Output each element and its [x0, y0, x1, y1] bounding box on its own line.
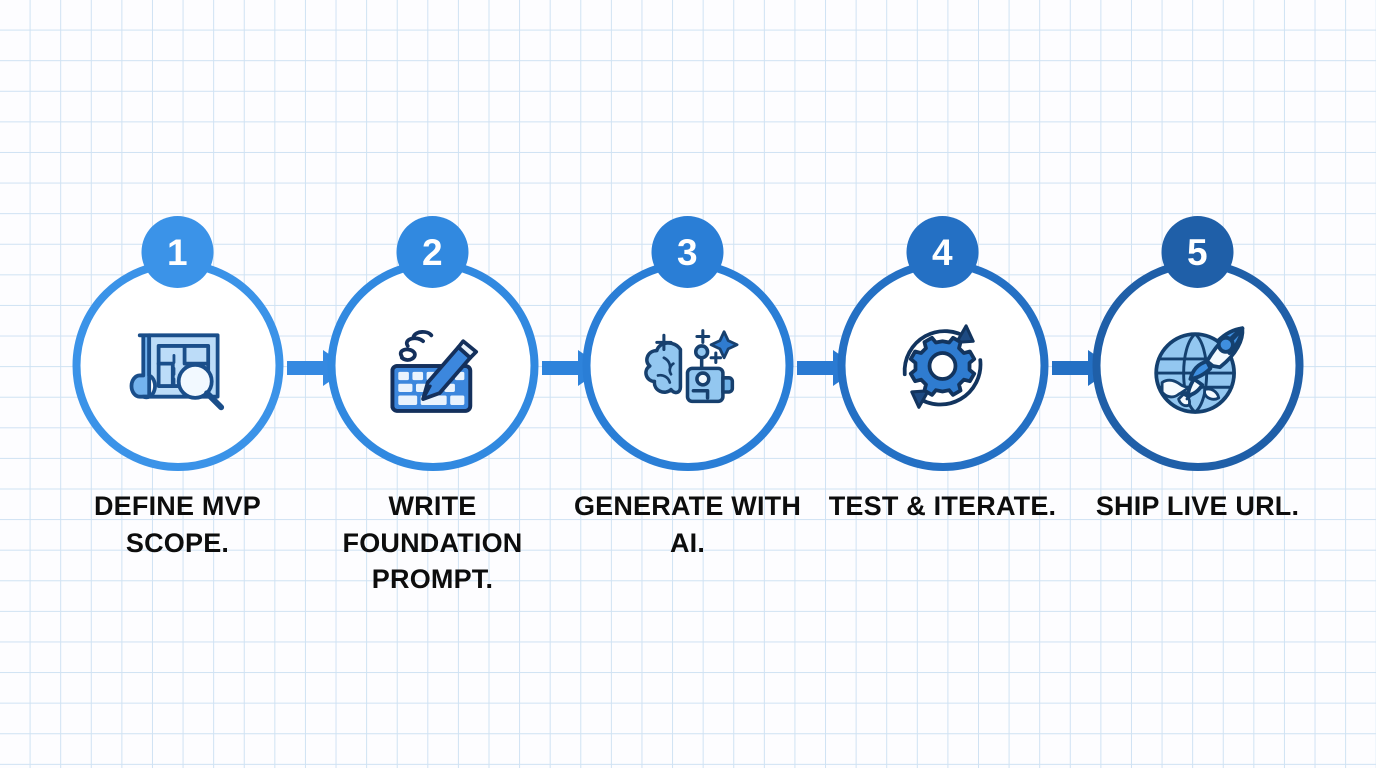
globe-rocket-icon: [1138, 306, 1258, 426]
step-2-label: WRITE FOUNDATION PROMPT.: [342, 491, 523, 595]
step-1[interactable]: 1 DEFINE MVP SCOPE.: [50, 0, 305, 768]
gear-refresh-icon: [883, 306, 1003, 426]
step-1-number: 1: [166, 231, 189, 273]
step-4-badge: 4: [906, 216, 979, 288]
step-5-label: SHIP LIVE URL.: [1095, 491, 1300, 521]
step-5-circle[interactable]: 5: [1092, 216, 1303, 471]
step-1-circle[interactable]: 1: [72, 216, 283, 471]
step-3-badge: 3: [651, 216, 724, 288]
step-5-number: 5: [1186, 231, 1209, 273]
step-2[interactable]: 2 WRITE FOUNDATION PROMPT.: [305, 0, 560, 768]
step-2-circle[interactable]: 2: [327, 216, 538, 471]
keyboard-pencil-icon: [373, 306, 493, 426]
step-3[interactable]: 3 GENERATE WITH AI.: [560, 0, 815, 768]
step-4-circle[interactable]: 4: [837, 216, 1048, 471]
step-4[interactable]: 4 TEST & ITERATE.: [815, 0, 1070, 768]
step-2-badge: 2: [396, 216, 469, 288]
step-3-label: GENERATE WITH AI.: [573, 491, 802, 558]
brain-robot-sparkle-icon: [628, 306, 748, 426]
step-1-badge: 1: [141, 216, 214, 288]
step-5-badge: 5: [1161, 216, 1234, 288]
step-3-circle[interactable]: 3: [582, 216, 793, 471]
step-3-number: 3: [676, 231, 699, 273]
step-4-label: TEST & ITERATE.: [828, 491, 1057, 521]
step-1-label: DEFINE MVP SCOPE.: [93, 491, 262, 558]
step-4-number: 4: [931, 231, 954, 273]
step-2-ring: [327, 260, 538, 471]
step-3-ring: [582, 260, 793, 471]
step-2-number: 2: [421, 231, 444, 273]
step-5[interactable]: 5 SHIP LIVE URL.: [1070, 0, 1325, 768]
blueprint-magnifier-icon: [118, 306, 238, 426]
